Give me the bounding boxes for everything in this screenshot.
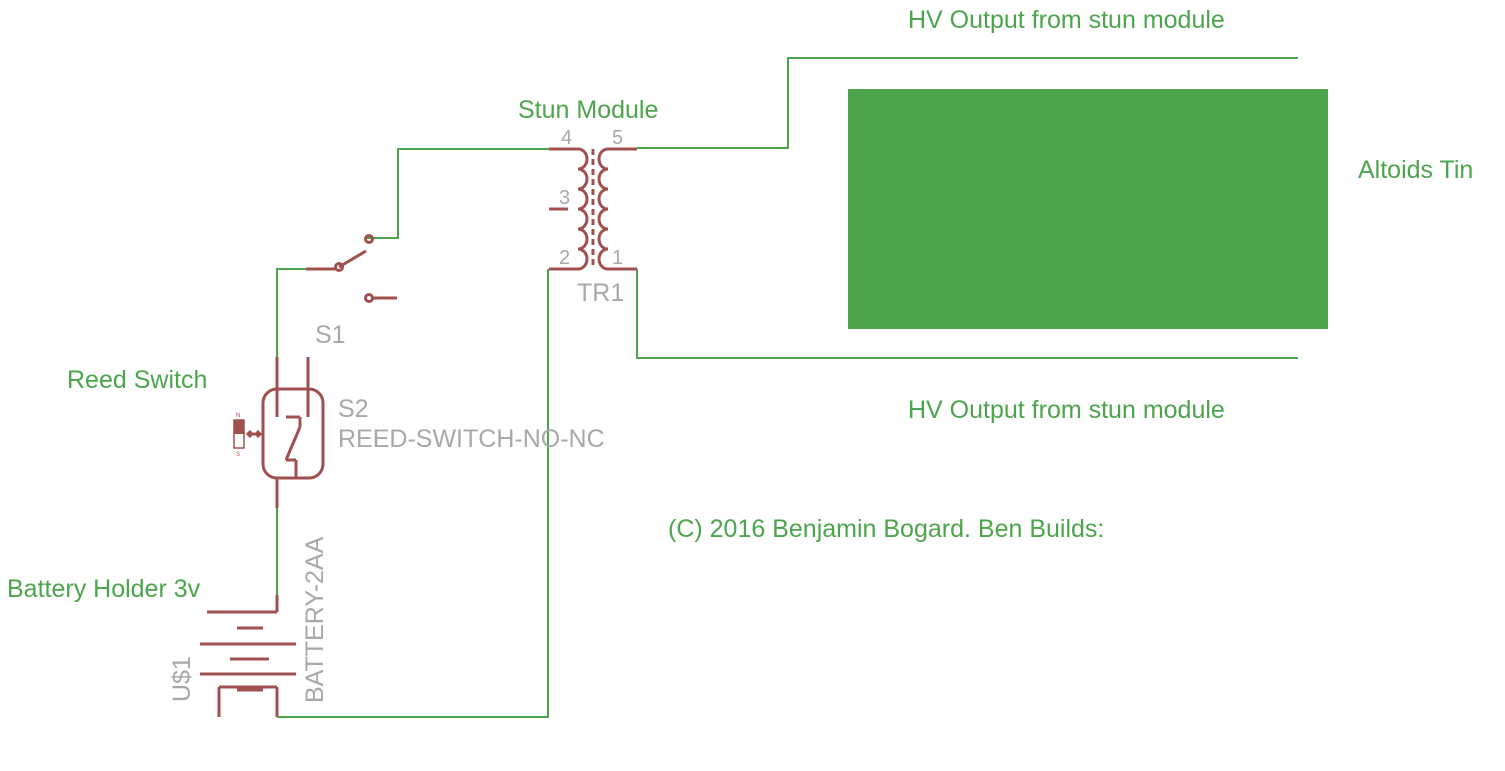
battery-value: BATTERY-2AA (301, 536, 329, 703)
altoids-tin-label: Altoids Tin (1358, 156, 1473, 184)
battery-symbol (200, 595, 296, 717)
hv-output-bottom-label: HV Output from stun module (908, 396, 1225, 424)
tr1-pin-1: 1 (612, 247, 623, 269)
copyright-label: (C) 2016 Benjamin Bogard. Ben Builds: (668, 515, 1104, 543)
tr1-pin-4: 4 (561, 127, 572, 149)
hv-output-top-label: HV Output from stun module (908, 6, 1225, 34)
secondary-coil (597, 147, 609, 271)
s2-value: REED-SWITCH-NO-NC (338, 425, 605, 453)
magnet-s-label: S (236, 452, 240, 458)
wire-battery-return (277, 269, 549, 718)
reed-switch-symbol: N S (233, 357, 325, 508)
altoids-tin-shape (848, 89, 1328, 329)
wire-switch-to-transformer (367, 148, 549, 239)
s2-name: S2 (338, 395, 369, 423)
s1-name: S1 (315, 321, 346, 349)
reed-switch-label: Reed Switch (67, 366, 207, 394)
wires (276, 57, 1298, 718)
tr1-pin-3: 3 (559, 187, 570, 209)
tr1-pin-2: 2 (559, 247, 570, 269)
stun-module-label: Stun Module (518, 96, 658, 124)
primary-coil (577, 147, 589, 271)
battery-name: U$1 (168, 656, 196, 702)
battery-holder-label: Battery Holder 3v (7, 575, 201, 603)
transformer-symbol (549, 147, 637, 271)
wire-hv-top (637, 57, 1298, 149)
switch-symbol (306, 234, 397, 303)
tr1-pin-5: 5 (612, 127, 623, 149)
magnet-n-label: N (236, 413, 240, 419)
tr1-name: TR1 (577, 279, 624, 307)
wire-hv-bottom (636, 269, 1298, 359)
